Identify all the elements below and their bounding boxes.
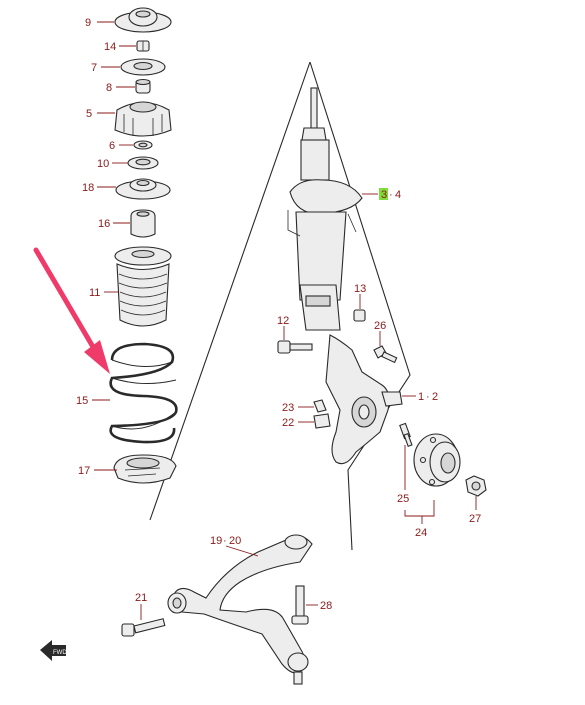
part-10-bearing [127,156,159,170]
highlight-box-3 [379,188,388,200]
callout-28: 28 [320,600,332,612]
part-24-hub-bearing [413,433,461,487]
callout-20: 20 [229,535,241,547]
part-12-bolt [277,340,313,354]
part-25-hub-bolt [399,422,413,448]
callout-26: 26 [374,320,386,332]
callout-14: 14 [104,41,116,53]
callout-7: 7 [91,62,97,74]
leader-lines [92,21,477,620]
part-5-strut-mount [114,101,172,137]
callout-10: 10 [97,158,109,170]
part-21-bolt [121,618,166,637]
part-1-2-knuckle [325,334,403,465]
highlight-arrow [33,247,110,374]
callout-19: 19 [210,535,222,547]
callout-labels: 9 14 7 8 5 6 10 18 16 11 15 17 3 · 4 13 … [76,17,481,612]
part-6-small-washer [133,140,153,150]
part-22-bracket [313,413,331,429]
callout-2: 2 [432,391,438,403]
callout-21: 21 [135,592,147,604]
callout-11: 11 [89,287,100,299]
boundary-line-left [149,61,311,521]
part-13-nut [353,309,366,322]
front-direction-badge: FWD [40,640,67,661]
callout-16: 16 [98,218,110,230]
part-19-20-control-arm [167,534,313,685]
part-18-upper-spring-seat [115,178,171,200]
callout-23: 23 [282,402,294,414]
part-27-hub-nut [465,475,487,497]
callout-17: 17 [78,465,90,477]
part-26-bolt [373,345,398,364]
part-28-bolt [291,585,309,625]
callout-3: 3 [381,189,387,201]
front-badge-label: FWD [53,650,67,656]
part-9-top-cap [114,7,172,33]
part-23-clip [313,399,327,413]
callout-24: 24 [415,527,427,539]
part-3-4-strut [287,87,363,331]
strut-group-boundary [149,61,411,551]
part-16-bump-stop [130,209,156,238]
callout-4: 4 [395,189,401,201]
callout-5: 5 [86,108,92,120]
callout-separator-19-20: · [223,535,227,547]
callout-9: 9 [85,17,91,29]
callout-separator-1-2: · [426,391,430,403]
callout-8: 8 [106,82,112,94]
callout-12: 12 [277,315,289,327]
part-8-bushing [135,78,151,94]
callout-separator-3-4: · [389,189,393,201]
callout-22: 22 [282,417,294,429]
callout-13: 13 [354,283,366,295]
callout-6: 6 [109,140,115,152]
part-11-dust-boot [114,246,172,327]
part-7-washer [120,58,166,76]
part-14-nut [136,40,150,52]
callout-27: 27 [469,513,481,525]
part-15-coil-spring [109,342,178,444]
callout-15: 15 [76,395,88,407]
callout-18: 18 [82,182,94,194]
callout-25: 25 [397,493,409,505]
callout-1: 1 [418,391,424,403]
part-17-lower-seat [113,454,177,484]
